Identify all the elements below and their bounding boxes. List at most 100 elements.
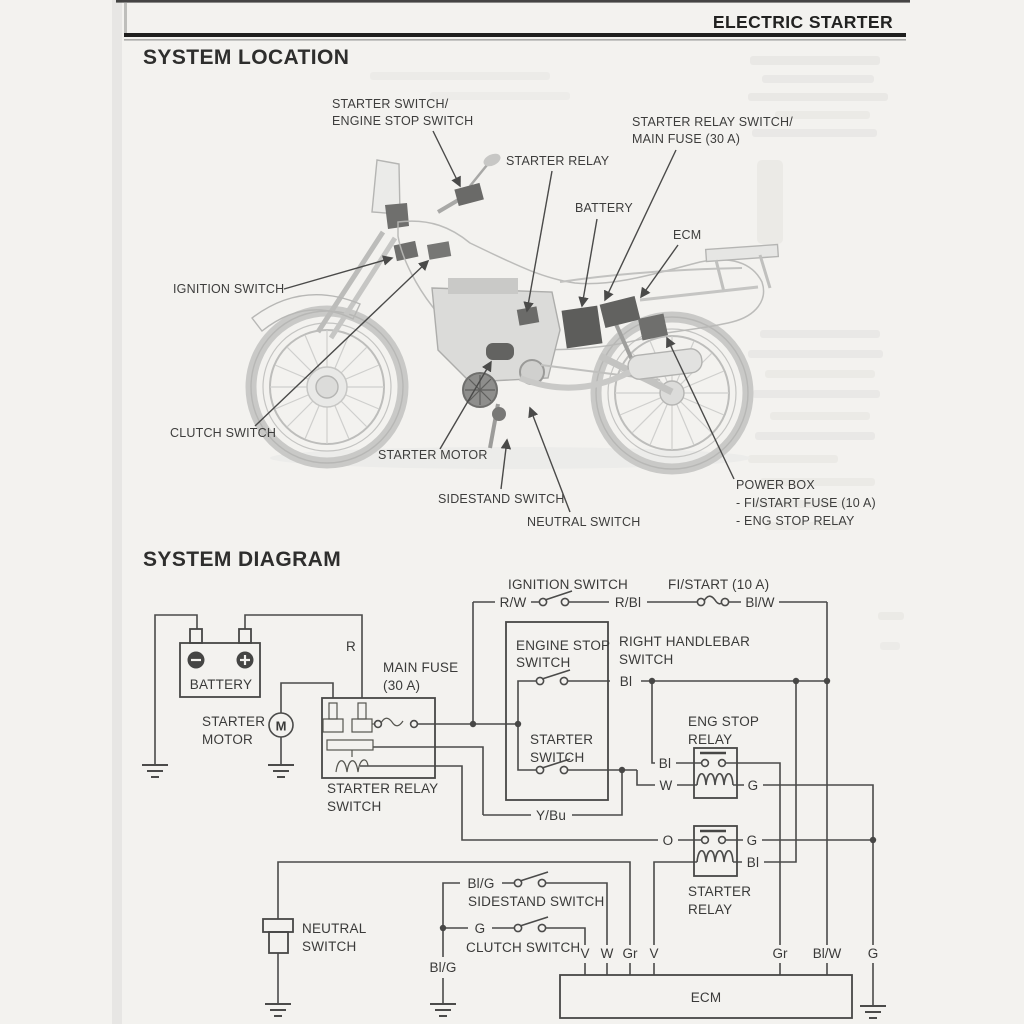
- wire-clutch-row: [443, 927, 586, 945]
- wire-label-rbl: R/Bl: [615, 595, 641, 610]
- ignition-switch-part: [393, 240, 419, 262]
- ecm-box: ECM V W Gr V Gr Bl/W G: [559, 946, 878, 1019]
- wire-label-esr-g: G: [748, 778, 759, 793]
- front-wheel: [245, 305, 409, 469]
- callout-label: ENGINE STOP SWITCH: [332, 114, 473, 128]
- starter-motor-symbol: STARTER MOTOR M: [202, 712, 294, 747]
- eng-stop-relay-label: RELAY: [688, 732, 732, 747]
- engine-stop-switch-label: ENGINE STOP: [516, 638, 610, 653]
- scan-artifacts: [112, 0, 910, 1024]
- leader-line: [523, 170, 553, 313]
- callout-label: MAIN FUSE (30 A): [632, 132, 740, 146]
- starter-motor-label: STARTER: [202, 714, 265, 729]
- wire-starter-motor-up: [280, 682, 334, 713]
- right-handlebar-label: RIGHT HANDLEBAR: [619, 634, 750, 649]
- wire-label-blw: Bl/W: [745, 595, 774, 610]
- sidestand-switch-part: [492, 407, 506, 421]
- callout-label: CLUTCH SWITCH: [170, 426, 276, 440]
- wire-label-g-clutch: G: [475, 921, 486, 936]
- wire-label-ybu: Y/Bu: [536, 808, 566, 823]
- ground-symbol: [265, 1003, 291, 1017]
- callout-power-box: POWER BOX - FI/START FUSE (10 A) - ENG S…: [666, 336, 876, 528]
- power-box-part: [637, 313, 669, 341]
- callout-label: POWER BOX: [736, 478, 815, 492]
- section-diagram-title: SYSTEM DIAGRAM: [143, 548, 341, 571]
- starter-relay-box: STARTER RELAY: [688, 825, 751, 917]
- motor-m-label: M: [276, 719, 287, 734]
- wire-ybu: [483, 770, 623, 816]
- ignition-switch-symbol: IGNITION SWITCH: [508, 577, 628, 607]
- callout-label: STARTER RELAY: [506, 154, 610, 168]
- engine-stop-switch-label: SWITCH: [516, 655, 570, 670]
- fi-start-fuse-symbol: FI/START (10 A): [668, 577, 769, 607]
- wire-label-blg-ground: Bl/G: [429, 960, 456, 975]
- leader-line: [604, 149, 677, 302]
- wire-label-rw: R/W: [500, 595, 527, 610]
- eng-stop-relay-box: ENG STOP RELAY: [688, 714, 759, 799]
- wire-neutral-to-ecm: [277, 861, 631, 945]
- neutral-switch-symbol: NEUTRAL SWITCH: [262, 918, 367, 954]
- ecm-part: [599, 296, 641, 328]
- starter-switch-label: STARTER: [530, 732, 593, 747]
- neutral-switch-label: SWITCH: [302, 939, 356, 954]
- callout-sidestand-switch: SIDESTAND SWITCH: [438, 438, 565, 506]
- leader-line: [640, 244, 679, 299]
- ecm-pin-label: Gr: [773, 946, 789, 961]
- wire-relayswitch-to-ybu: [373, 746, 484, 815]
- callout-neutral-switch: NEUTRAL SWITCH: [527, 406, 640, 529]
- leader-line: [578, 218, 598, 308]
- callout-label: ECM: [673, 228, 701, 242]
- starter-motor-part: [486, 343, 514, 360]
- leader-line: [666, 336, 735, 480]
- leader-line: [254, 259, 430, 427]
- wire-starter-relay-coil-ecm: [653, 861, 697, 945]
- starter-motor-label: MOTOR: [202, 732, 253, 747]
- starter-relay-switch-label: STARTER RELAY: [327, 781, 438, 796]
- leader-line: [528, 406, 571, 513]
- wire-label-r: R: [346, 639, 356, 654]
- eng-stop-relay-label: ENG STOP: [688, 714, 759, 729]
- callout-starter-switch: STARTER SWITCH/ ENGINE STOP SWITCH: [332, 97, 473, 188]
- callout-label: - ENG STOP RELAY: [736, 514, 855, 528]
- ecm-pin-label: Gr: [623, 946, 639, 961]
- callout-label: STARTER RELAY SWITCH/: [632, 115, 793, 129]
- main-fuse-label: MAIN FUSE: [383, 660, 458, 675]
- callout-label: BATTERY: [575, 201, 633, 215]
- motorcycle-illustration: [245, 153, 780, 475]
- ground-symbol: [860, 1005, 886, 1019]
- leader-line: [439, 360, 492, 450]
- wire-battery-positive-r: [244, 614, 363, 698]
- clutch-switch-part: [426, 241, 452, 260]
- page-header-title: ELECTRIC STARTER: [713, 12, 893, 32]
- clutch-switch-label: CLUTCH SWITCH: [466, 940, 580, 955]
- rear-wheel: [590, 311, 754, 475]
- system-diagram: BATTERY STARTER MOTOR M R MAIN FUSE (30 …: [142, 577, 886, 1019]
- ignition-switch-label: IGNITION SWITCH: [508, 577, 628, 592]
- callout-label: NEUTRAL SWITCH: [527, 515, 640, 529]
- callout-label: SIDESTAND SWITCH: [438, 492, 565, 506]
- wire-label-esr-w: W: [660, 778, 673, 793]
- starter-switch-label: SWITCH: [530, 750, 584, 765]
- sidestand-switch-label: SIDESTAND SWITCH: [468, 894, 604, 909]
- location-callouts: STARTER SWITCH/ ENGINE STOP SWITCH START…: [170, 97, 876, 529]
- right-handlebar-switch-box: RIGHT HANDLEBAR SWITCH ENGINE STOP SWITC…: [505, 621, 750, 801]
- starter-relay-switch-box: STARTER RELAY SWITCH: [321, 697, 438, 814]
- battery-symbol: BATTERY: [179, 628, 261, 698]
- ground-symbol: [268, 764, 294, 778]
- ecm-pin-label: W: [601, 946, 614, 961]
- callout-starter-relay: STARTER RELAY: [506, 154, 610, 313]
- callout-label: STARTER MOTOR: [378, 448, 488, 462]
- ground-symbol: [142, 764, 168, 778]
- callout-starter-motor: STARTER MOTOR: [378, 360, 492, 462]
- wiring: [154, 601, 874, 1006]
- ecm-pin-label: Bl/W: [813, 946, 842, 961]
- ecm-pin-label: V: [649, 946, 658, 961]
- fi-start-fuse-label: FI/START (10 A): [668, 577, 769, 592]
- starter-relay-switch-label: SWITCH: [327, 799, 381, 814]
- wire-battery-negative: [154, 614, 198, 765]
- bleedthrough-artifacts: [370, 56, 904, 650]
- wire-ecm-pin-stubs: [584, 963, 874, 1006]
- junction-dots: [439, 677, 877, 932]
- wire-engstop-relay-gr: [726, 762, 781, 945]
- leader-line: [283, 255, 394, 290]
